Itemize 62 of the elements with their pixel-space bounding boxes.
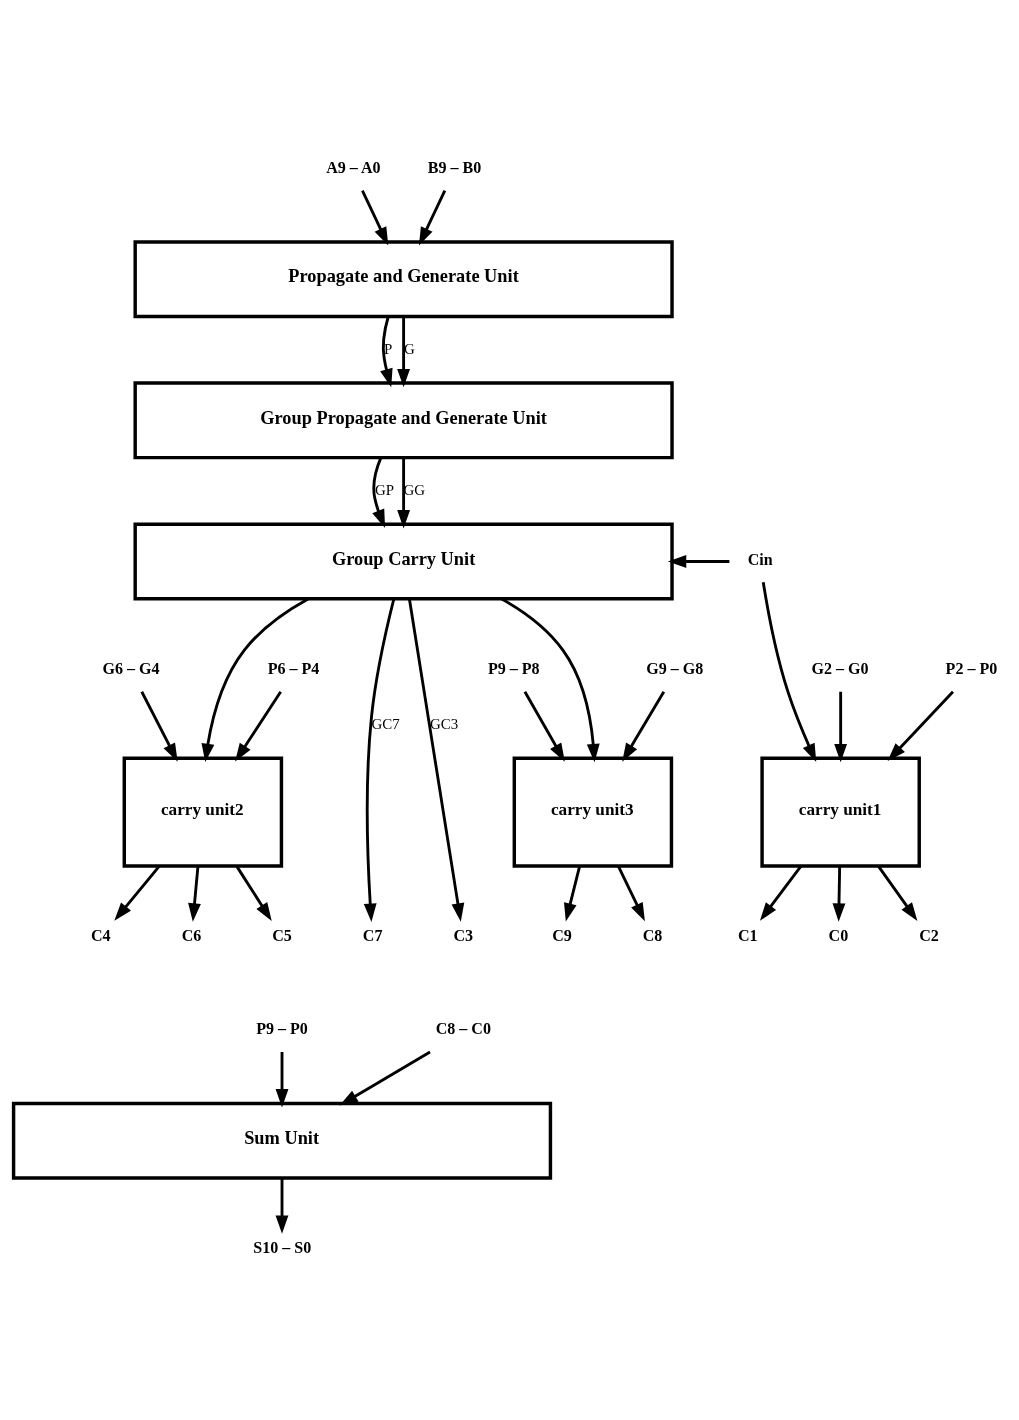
arrow <box>616 865 645 922</box>
arrow <box>500 597 600 763</box>
node-text: A9 – A0 <box>325 158 381 176</box>
arrow <box>371 457 385 528</box>
arrow <box>887 690 954 762</box>
arrow <box>407 598 464 922</box>
node-text: C5 <box>271 927 292 945</box>
node-text: C7 <box>362 927 383 945</box>
arrow <box>761 581 816 763</box>
node-text: C2 <box>918 927 939 945</box>
node-text: P9 – P0 <box>255 1020 308 1038</box>
arrow <box>275 1178 288 1234</box>
node-text: G9 – G8 <box>645 660 703 678</box>
arrow <box>234 865 272 921</box>
edge-label: G <box>403 340 415 357</box>
node-text: Cin <box>747 550 773 568</box>
node-text: P2 – P0 <box>945 660 997 678</box>
node-box: Propagate and Generate Unit <box>132 240 674 319</box>
node-text: S10 – S0 <box>252 1239 311 1257</box>
node-box: carry unit3 <box>512 756 673 868</box>
node-box: carry unit2 <box>122 756 283 868</box>
node-text: G6 – G4 <box>101 660 160 678</box>
node-text: P9 – P8 <box>487 660 540 678</box>
arrow <box>563 865 581 922</box>
arrow <box>187 866 201 922</box>
arrow <box>275 1052 288 1108</box>
arrow <box>621 691 665 762</box>
arrow <box>379 316 393 388</box>
node-text: C6 <box>181 927 201 945</box>
arrow <box>396 316 410 388</box>
edge-label: GP <box>374 481 394 498</box>
node-text: P6 – P4 <box>267 660 319 678</box>
edge-label: GC7 <box>370 715 400 732</box>
node-box: carry unit1 <box>759 756 921 868</box>
node-text: C9 <box>551 927 572 945</box>
node-box: Group Carry Unit <box>132 522 674 601</box>
arrow <box>833 691 847 763</box>
node-box: Sum Unit <box>11 1101 552 1180</box>
arrow <box>396 457 410 529</box>
arrow <box>418 189 446 246</box>
arrow <box>876 865 917 921</box>
node-text: C3 <box>453 927 473 945</box>
node-text: C0 <box>828 927 848 945</box>
node-text: B9 – B0 <box>427 158 481 176</box>
node-text: C4 <box>90 927 111 945</box>
edge-label: GC3 <box>429 715 458 732</box>
node-box: Group Propagate and Generate Unit <box>132 381 674 460</box>
arrow <box>360 189 388 246</box>
arrow <box>201 597 309 763</box>
node-text: C8 – C0 <box>435 1020 491 1038</box>
arrow <box>234 690 282 762</box>
arrow <box>140 691 178 762</box>
node-text: C1 <box>737 927 758 945</box>
arrow <box>759 865 802 921</box>
node-text: C8 <box>642 927 662 945</box>
arrow <box>339 1050 431 1106</box>
arrow <box>832 866 845 922</box>
node-text: G2 – G0 <box>810 660 868 678</box>
arrow <box>523 691 565 762</box>
arrow <box>113 865 160 921</box>
arrow <box>363 598 395 922</box>
arrow <box>667 555 729 568</box>
